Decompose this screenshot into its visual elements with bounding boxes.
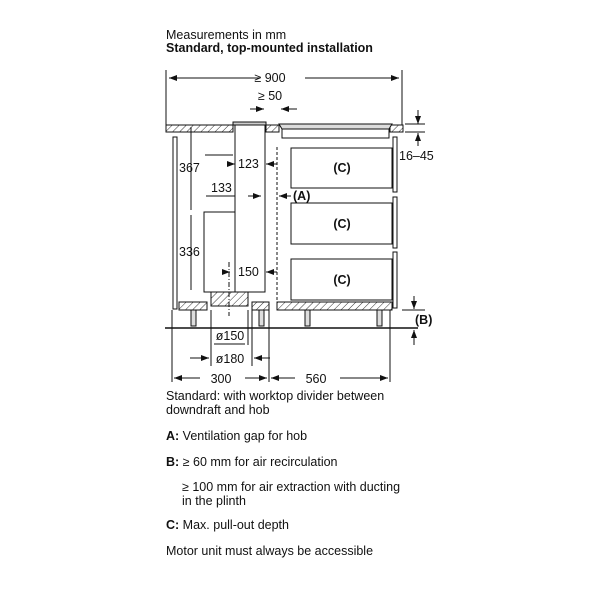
- note-b-key: B:: [166, 455, 180, 469]
- note-standard: Standard: with worktop divider between: [166, 389, 385, 403]
- note-c-text: Max. pull-out depth: [179, 518, 289, 532]
- note-b: B: ≥ 60 mm for air recirculation: [166, 455, 338, 469]
- title: Measurements in mm: [166, 28, 287, 42]
- dim-367: 367: [179, 161, 200, 175]
- dim-133: 133: [211, 181, 232, 195]
- dim-336: 336: [179, 245, 200, 259]
- note-c-key: C:: [166, 518, 180, 532]
- note-a-text: Ventilation gap for hob: [179, 429, 308, 443]
- label-a: (A): [293, 189, 310, 203]
- dim-total-width: ≥ 900: [254, 71, 285, 85]
- note-b2-line2: in the plinth: [182, 494, 246, 508]
- note-c: C: Max. pull-out depth: [166, 518, 289, 532]
- dim-300: 300: [211, 372, 232, 386]
- note-a: A: Ventilation gap for hob: [166, 429, 307, 443]
- dim-560: 560: [306, 372, 327, 386]
- note-a-key: A:: [166, 429, 180, 443]
- label-c1: (C): [333, 161, 350, 175]
- note-standard-2: downdraft and hob: [166, 403, 270, 417]
- label-c3: (C): [333, 273, 350, 287]
- dim-123: 123: [238, 157, 259, 171]
- note-b-text: ≥ 60 mm for air recirculation: [179, 455, 338, 469]
- note-b2-line1: ≥ 100 mm for air extraction with ducting: [182, 480, 401, 494]
- label-b: (B): [415, 313, 432, 327]
- dim-gap: ≥ 50: [258, 89, 282, 103]
- label-c2: (C): [333, 217, 350, 231]
- subtitle: Standard, top-mounted installation: [166, 41, 373, 55]
- dim-worktop: 16–45: [399, 149, 434, 163]
- note-motor: Motor unit must always be accessible: [166, 544, 374, 558]
- dim-150: 150: [238, 265, 259, 279]
- dim-dia150: ø150: [216, 329, 245, 343]
- dim-dia180: ø180: [216, 352, 245, 366]
